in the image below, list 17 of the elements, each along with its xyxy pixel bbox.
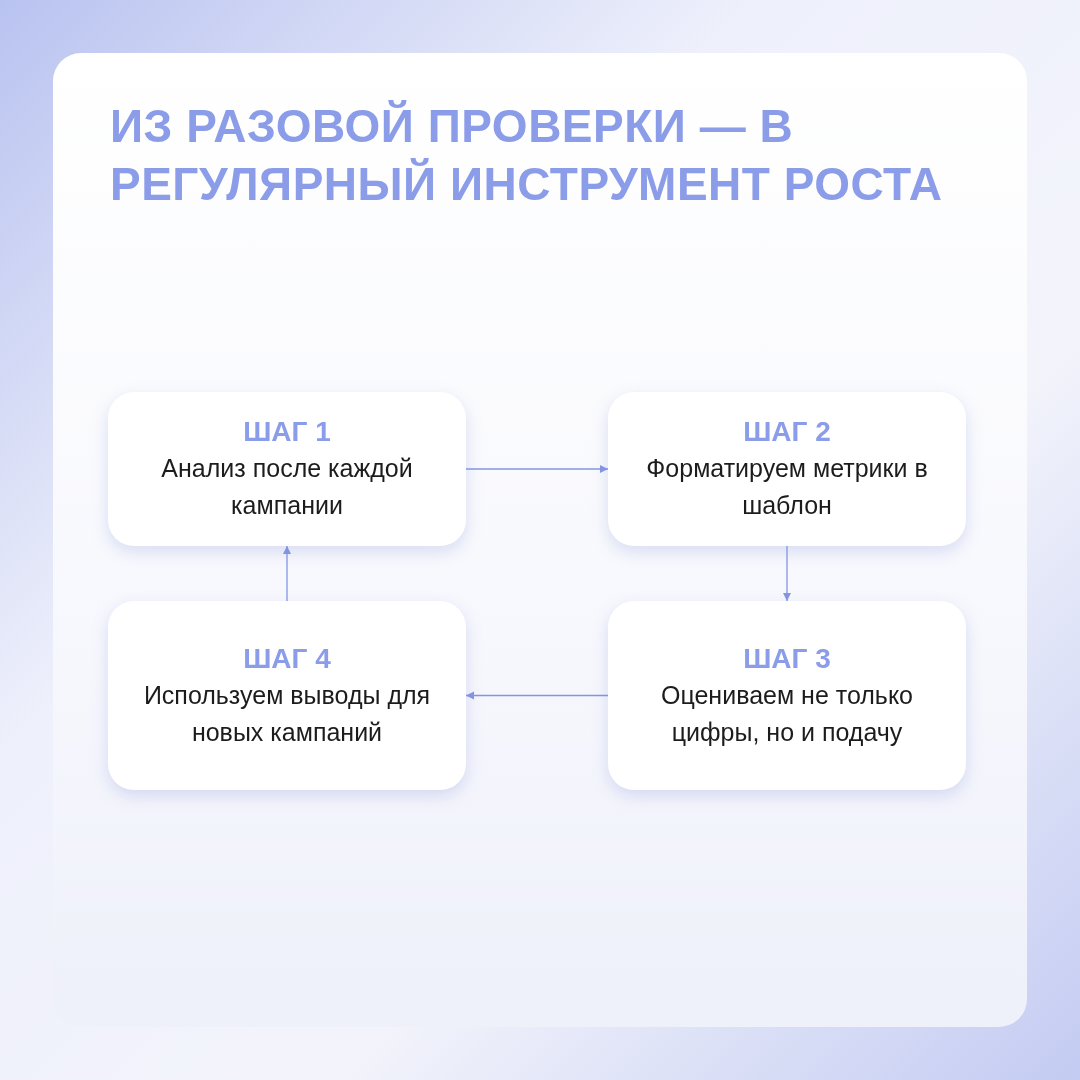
- step-text: Форматируем метрики в шаблон: [645, 453, 929, 521]
- step-card: [608, 392, 966, 546]
- arrow: [783, 545, 791, 602]
- arrow: [283, 545, 291, 602]
- step-card: [108, 601, 466, 790]
- arrow: [465, 691, 609, 700]
- step-card: [108, 392, 466, 546]
- step-heading: ШАГ 1: [243, 415, 331, 449]
- step-text: Анализ после каждой кампании: [160, 453, 414, 521]
- title: ИЗ РАЗОВОЙ ПРОВЕРКИ — В РЕГУЛЯРНЫЙ ИНСТРУМЕНТ РОСТА: [110, 99, 944, 212]
- step-heading: ШАГ 3: [743, 641, 831, 676]
- step-heading: ШАГ 2: [743, 415, 831, 449]
- arrow: [465, 465, 609, 473]
- step-text: Оцениваем не только цифры, но и подачу: [660, 679, 914, 748]
- step-card: [608, 601, 966, 790]
- step-text: Используем выводы для новых кампаний: [142, 679, 432, 748]
- step-heading: ШАГ 4: [243, 641, 331, 676]
